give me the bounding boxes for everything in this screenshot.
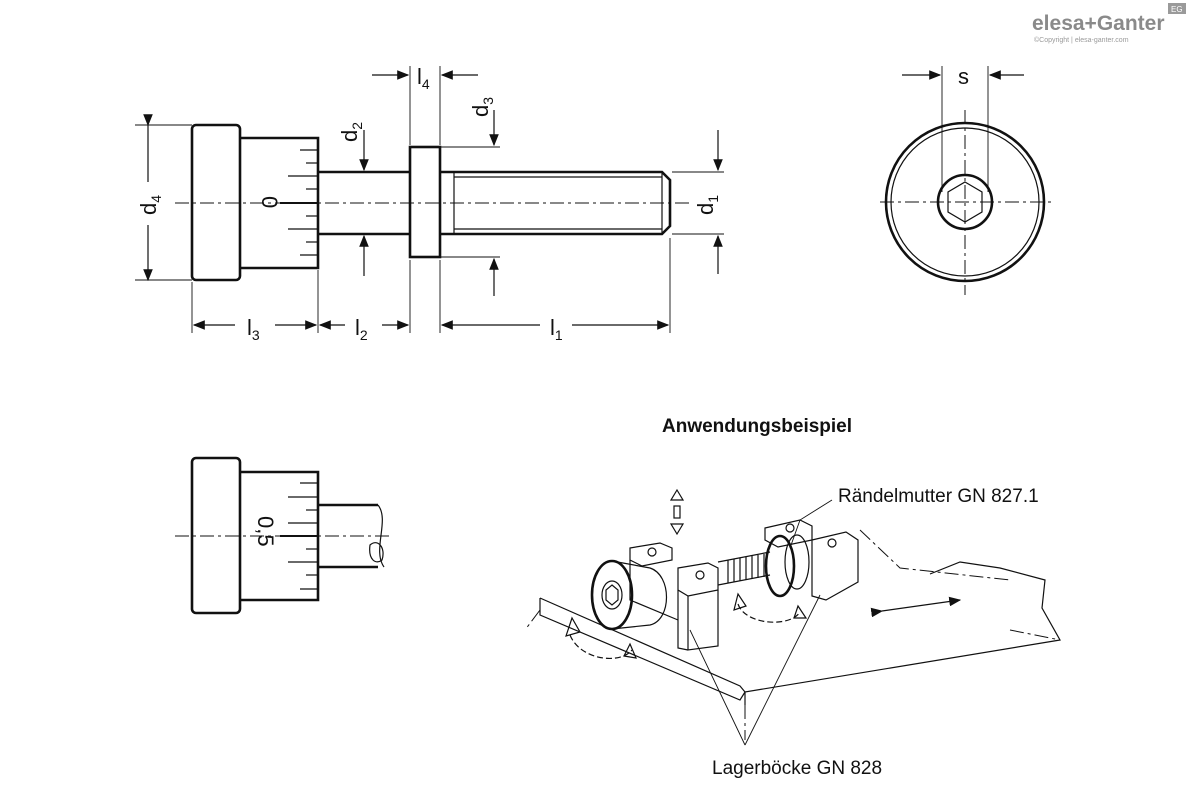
base-plate (539, 561, 1061, 705)
dim-s: s (958, 64, 969, 89)
detail-knurled-head (190, 456, 242, 615)
side-view: 0 d4 (135, 64, 724, 343)
badge-box (1168, 3, 1186, 14)
dim-d1: d1 (693, 195, 721, 215)
shaft-d2 (318, 170, 410, 236)
break-hatch (369, 542, 384, 563)
detail-scale-ticks (280, 482, 318, 590)
dim-l2: l2 (355, 315, 368, 343)
dim-l3: l3 (247, 315, 260, 343)
left-bearing-block-body (629, 560, 719, 651)
right-bearing-block (764, 519, 859, 601)
leader-nut (789, 499, 833, 549)
application-title: Anwendungsbeispiel (662, 416, 852, 437)
brand-logo: elesa+Ganter ©Copyright | elesa-ganter.c… (1032, 3, 1186, 44)
socket-circle (936, 173, 994, 231)
knob-drum (611, 560, 668, 630)
inner-circle (890, 127, 1040, 277)
collar-d3 (408, 145, 442, 259)
knob-hex-icon (605, 584, 619, 606)
dim-d3: d3 (468, 97, 496, 117)
logo-text: elesa+Ganter (1032, 12, 1165, 35)
copyright-text: ©Copyright | elesa-ganter.com (1034, 36, 1129, 44)
detail-shaft (318, 503, 378, 569)
thread-d1 (440, 170, 672, 236)
leader-bearing (689, 594, 821, 746)
callout-nut: Rändelmutter GN 827.1 (838, 486, 1039, 507)
dim-l4: l4 (417, 64, 430, 92)
hex-socket-icon (947, 181, 983, 223)
svg-text:d3: d3 (468, 97, 496, 117)
svg-text:d4: d4 (136, 195, 164, 215)
knurled-head (190, 123, 242, 282)
screw-body (717, 551, 771, 586)
end-view: s (880, 64, 1055, 295)
break-line (377, 504, 385, 568)
scale-half-label: 0,5 (253, 516, 278, 547)
extension-lines (135, 66, 724, 333)
slide-arrow (870, 596, 962, 618)
application-example: Anwendungsbeispiel Rändelmutter GN 827.1… (524, 416, 1061, 779)
rotate-arrow-right (737, 603, 801, 623)
dim-d4: d4 (136, 195, 164, 215)
scale-ticks (280, 149, 318, 256)
detail-view: 0,5 (175, 456, 390, 615)
dim-l1: l1 (550, 315, 563, 343)
rotate-arrow-left (569, 634, 633, 659)
svg-text:d1: d1 (693, 195, 721, 215)
knob-face (590, 559, 634, 631)
badge-text: EG (1171, 5, 1183, 14)
thread-lines (453, 172, 663, 234)
dim-d2: d2 (337, 122, 365, 142)
knurled-nut (764, 534, 796, 598)
callout-bearing: Lagerböcke GN 828 (712, 758, 882, 779)
screw-threads (727, 554, 765, 583)
scale-zero-label: 0 (257, 196, 282, 208)
left-bearing-block-top (629, 542, 719, 597)
vertical-arrow-icon (669, 488, 685, 501)
outer-circle (884, 121, 1046, 283)
svg-text:d2: d2 (337, 122, 365, 142)
